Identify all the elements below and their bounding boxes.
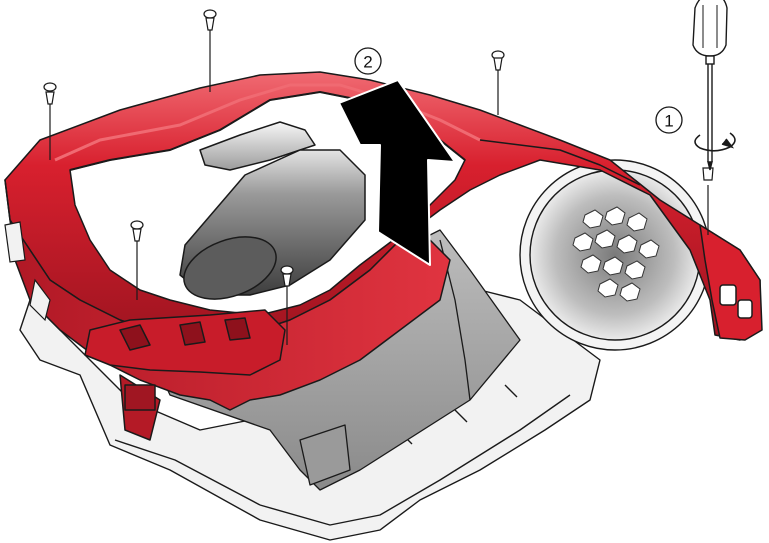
screw-4 <box>130 220 144 300</box>
step-1-label: 1 <box>655 106 683 134</box>
rotation-arrow-icon <box>694 132 736 152</box>
svg-text:1: 1 <box>664 112 673 131</box>
svg-text:2: 2 <box>363 53 372 72</box>
fan-grille <box>572 206 660 302</box>
fan-housing <box>519 159 711 351</box>
screw-2 <box>203 9 217 92</box>
left-clip <box>4 221 51 322</box>
screw-3 <box>491 50 505 115</box>
screw-1 <box>43 82 57 160</box>
screws <box>43 9 714 345</box>
screw-6 <box>702 167 714 235</box>
lift-arrow-icon <box>338 79 456 266</box>
screwdriver-icon <box>692 0 728 171</box>
step-2-label: 2 <box>354 47 382 75</box>
screw-5 <box>280 265 294 345</box>
